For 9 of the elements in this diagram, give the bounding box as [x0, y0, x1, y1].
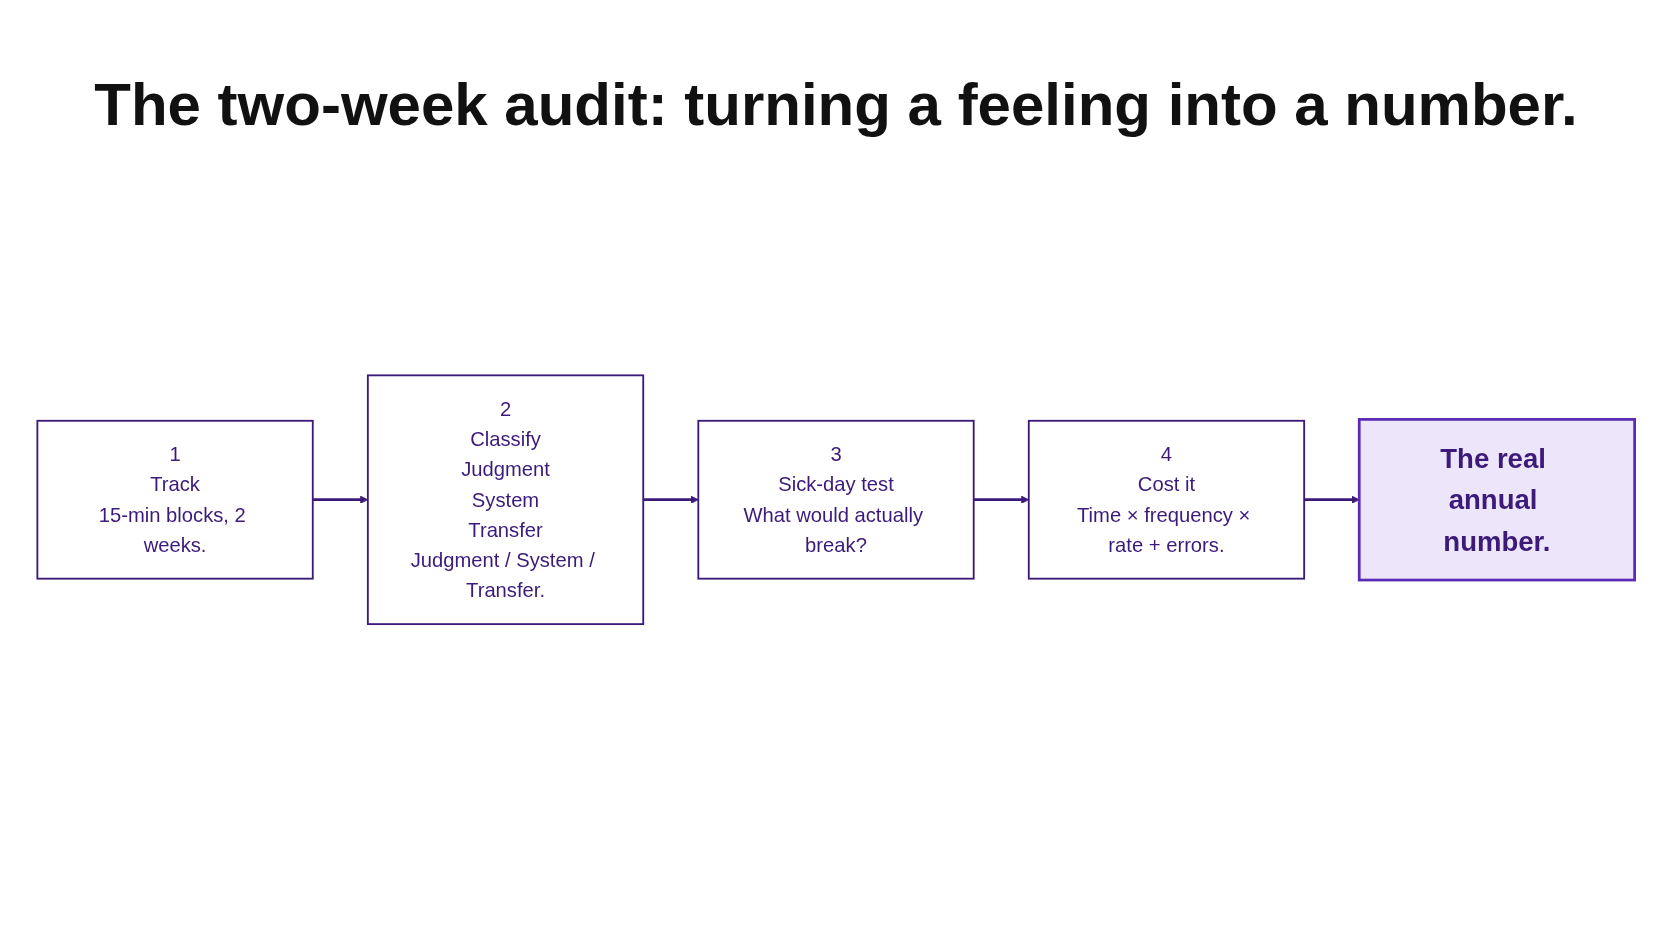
flow-diagram: 1 Track 15-min blocks, 2 weeks. 2 Classify Judgment System Transfer Judgment / System / Transfer. 3 Sick-day test What would actually break? 4 Cost it Time × frequency × rate + errors. The real annual number.: [30, 368, 1642, 632]
node-box: [366, 374, 645, 626]
node-box: [697, 420, 975, 580]
arrow: [1304, 495, 1360, 505]
arrow: [643, 495, 699, 505]
node-box: [36, 420, 314, 580]
title: The two-week audit: turning a feeling into a number.: [93, 70, 1579, 139]
node-box: [1357, 418, 1636, 582]
node-box: [1027, 420, 1306, 580]
